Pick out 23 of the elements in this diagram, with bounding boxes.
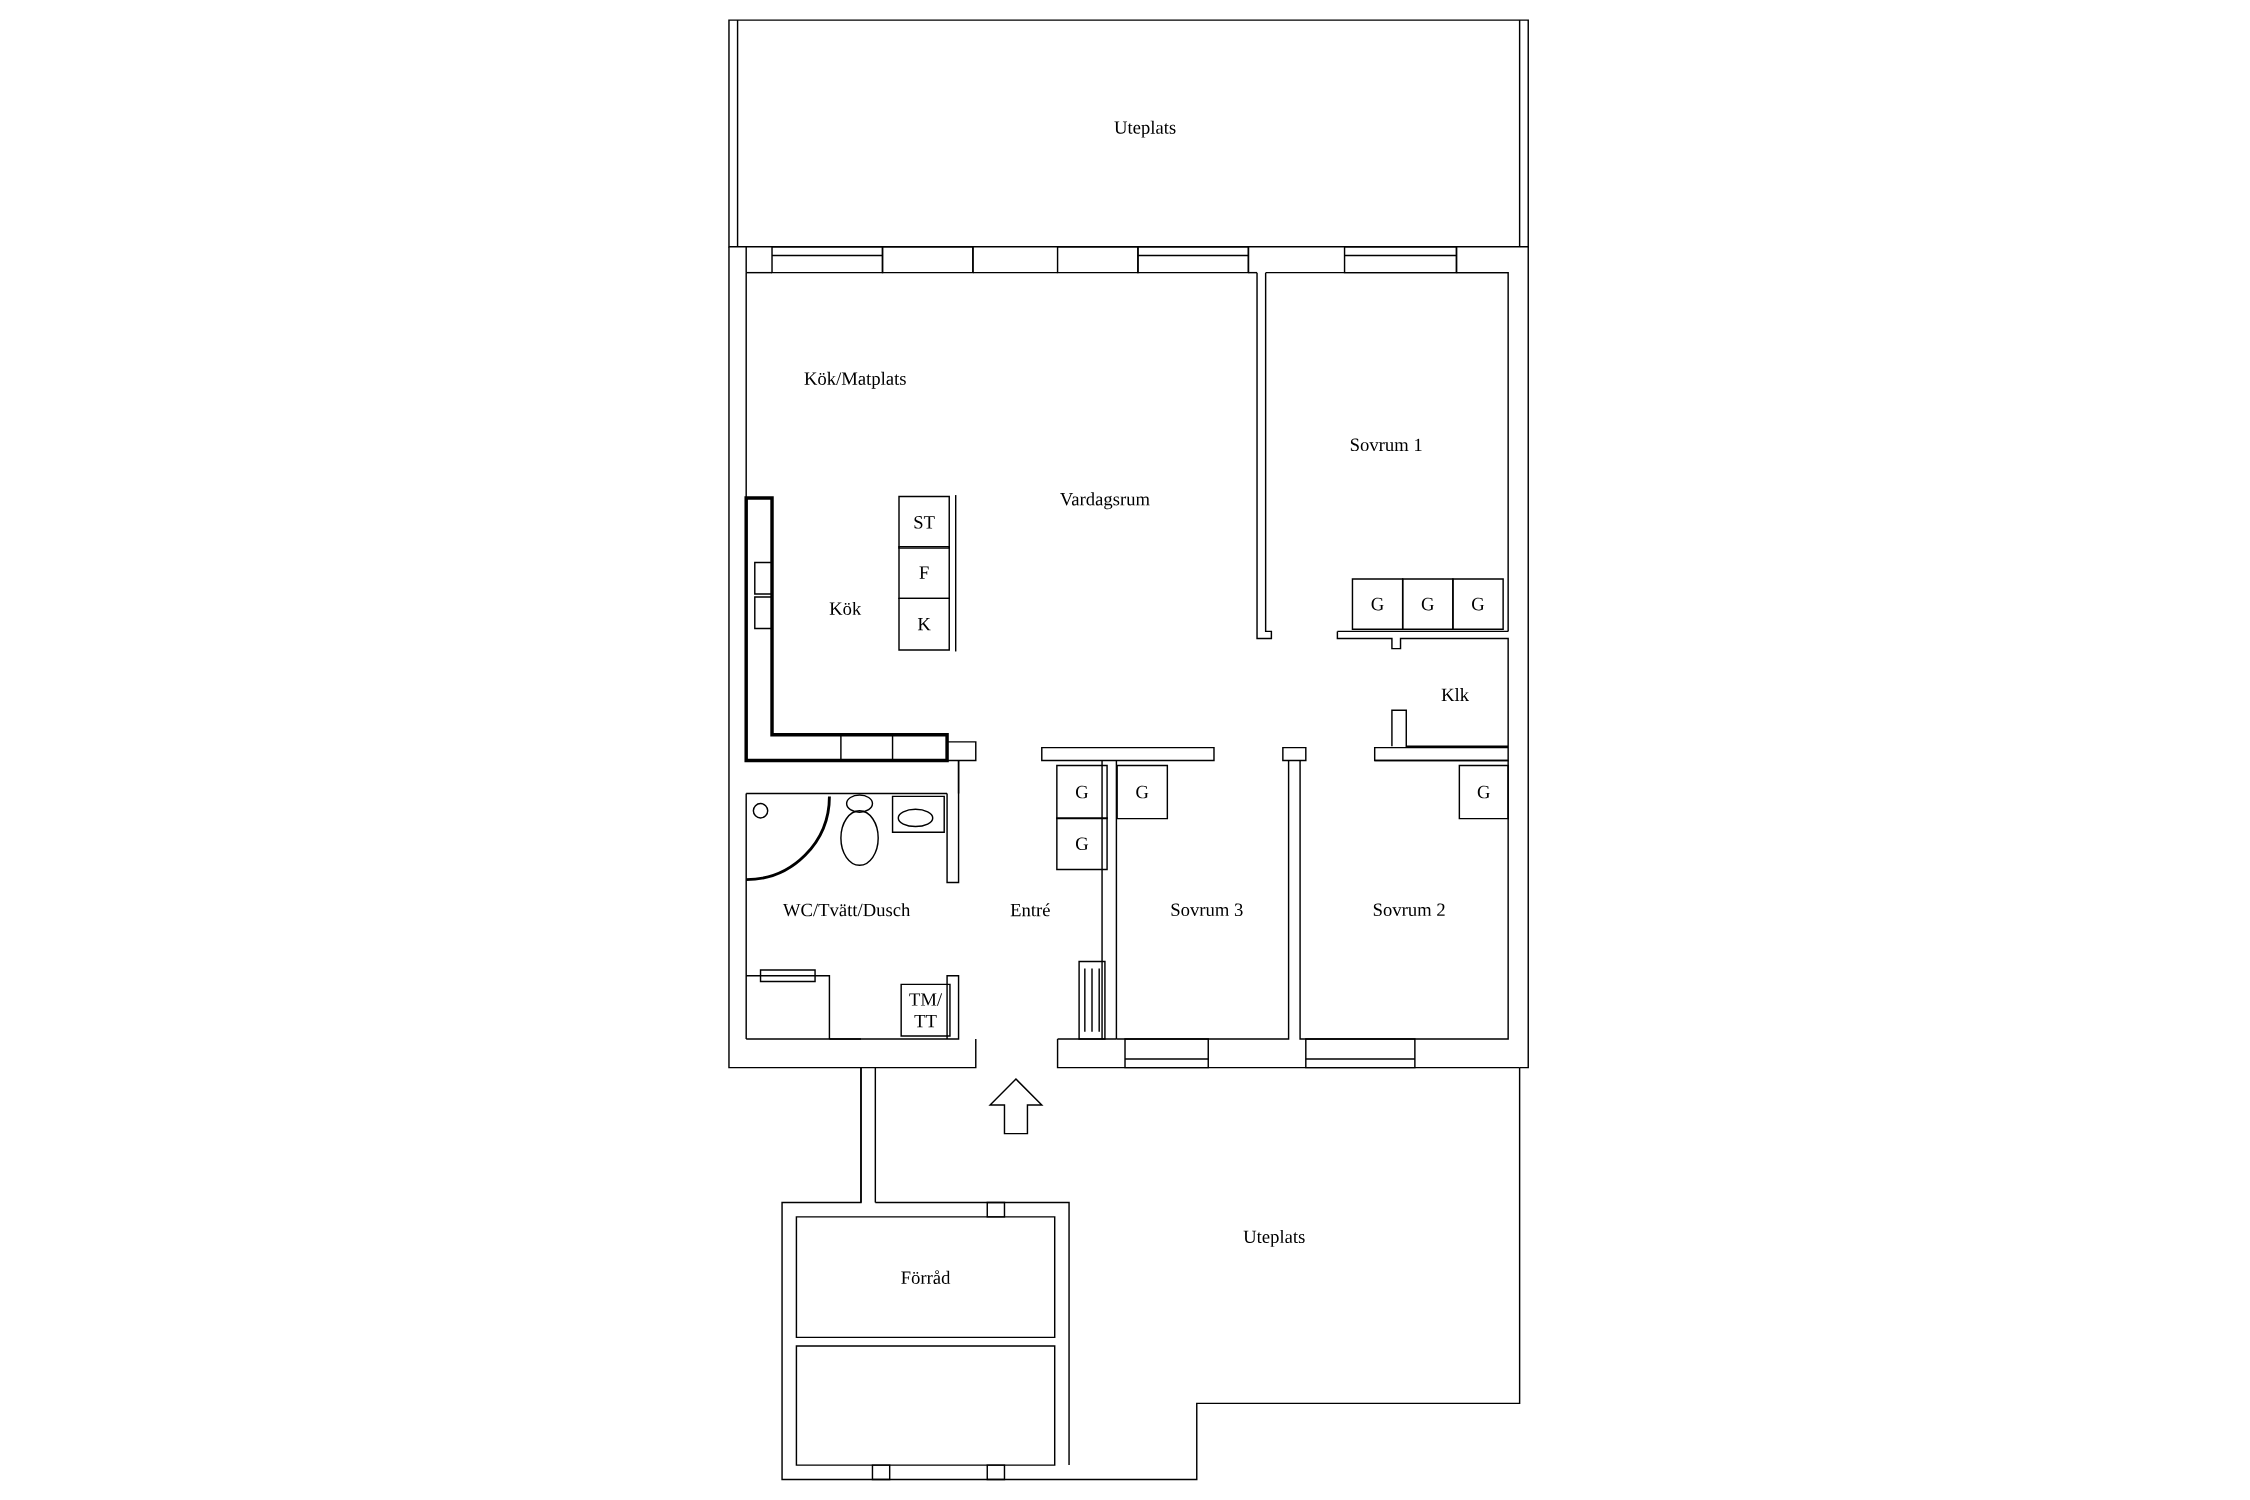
cabinet-box: F: [898, 546, 950, 600]
room-label: WC/Tvätt/Dusch: [782, 903, 911, 917]
cabinet-box: G: [1056, 817, 1108, 871]
cabinet-box: G: [1401, 578, 1454, 631]
room-label: Klk: [1441, 688, 1470, 702]
room-label: Kök: [829, 602, 862, 616]
cabinet-box: G: [1056, 765, 1108, 820]
cabinet-box: ST: [898, 496, 950, 550]
room-label: Kök/Matplats: [804, 372, 906, 389]
room-label: Uteplats: [1114, 120, 1176, 138]
room-label: Entré: [1010, 903, 1050, 917]
room-label: Uteplats: [1243, 1230, 1305, 1248]
cabinet-box: G: [1458, 765, 1509, 820]
cabinet-box: K: [898, 597, 950, 651]
cabinet-box: G: [1351, 578, 1404, 631]
room-label: Förråd: [901, 1270, 951, 1285]
cabinet-box: G: [1452, 578, 1504, 631]
room-label: Sovrum 3: [1171, 903, 1243, 917]
cabinet-box: TM/ TT: [900, 983, 951, 1037]
room-label: Sovrum 2: [1373, 903, 1445, 917]
cabinet-box: G: [1116, 765, 1169, 820]
room-label: Sovrum 1: [1350, 438, 1422, 452]
room-label: Vardagsrum: [1060, 492, 1150, 510]
